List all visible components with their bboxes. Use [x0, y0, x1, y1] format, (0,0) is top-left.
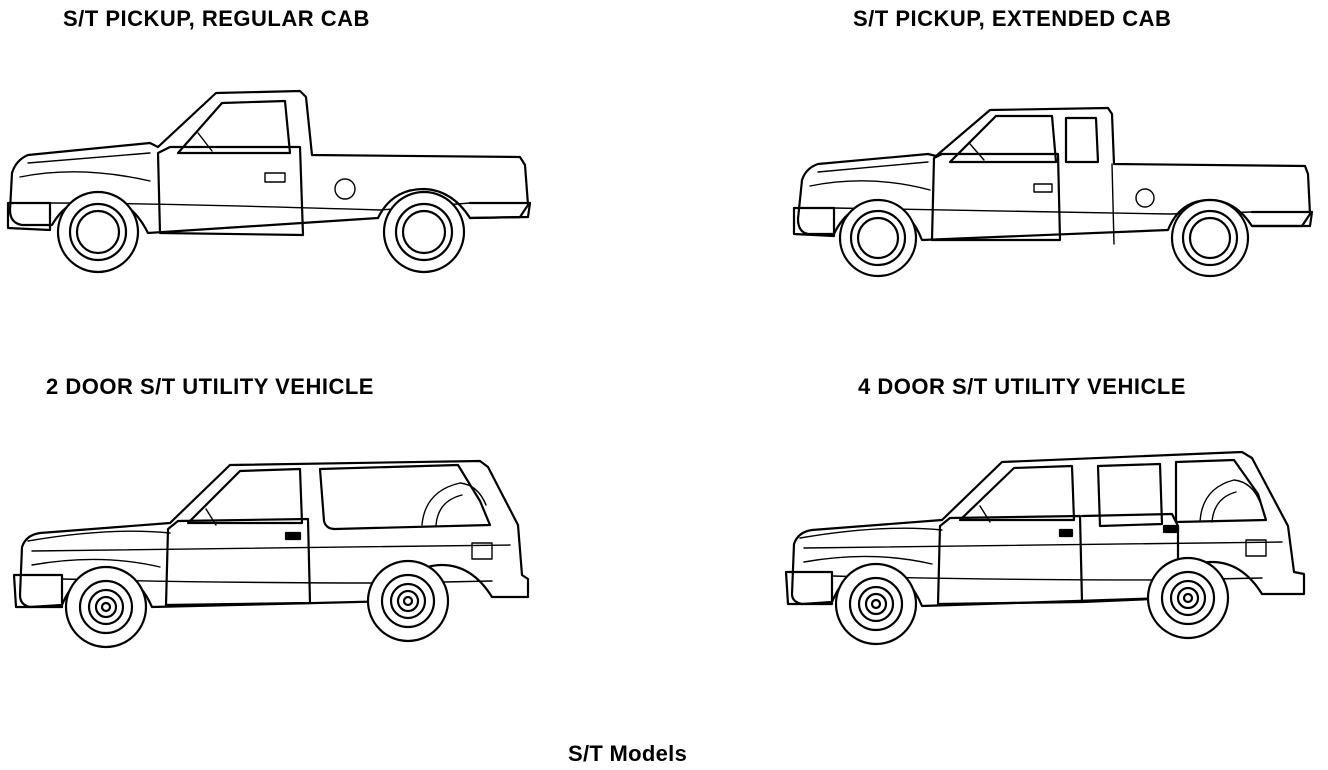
- two-door-utility-drawing: [12, 459, 530, 649]
- four-door-utility-label: 4 DOOR S/T UTILITY VEHICLE: [858, 374, 1186, 399]
- hood-line: [817, 161, 929, 173]
- cab-rear-line: [1111, 163, 1115, 245]
- body-outline: [796, 106, 1312, 242]
- regular-cab-pickup-drawing: [6, 89, 532, 274]
- extended-cab-pickup-label: S/T PICKUP, EXTENDED CAB: [853, 6, 1172, 31]
- rear-bumper: [1250, 210, 1314, 228]
- front-window: [186, 467, 304, 525]
- rear-wheel: [1146, 556, 1230, 640]
- door-handle: [284, 531, 302, 541]
- two-door-utility-label: 2 DOOR S/T UTILITY VEHICLE: [46, 374, 374, 399]
- cab-window: [176, 99, 292, 155]
- cab-window: [948, 114, 1058, 164]
- door-handle: [1033, 183, 1053, 193]
- body-outline: [8, 89, 530, 235]
- spare-tire-inner: [435, 494, 463, 526]
- belt-line: [31, 544, 511, 552]
- rear-wheel: [366, 559, 450, 643]
- hood-line: [799, 527, 943, 539]
- rear-quarter-window: [1064, 116, 1100, 164]
- rear-wheel: [1170, 198, 1250, 278]
- rear-side-window: [318, 463, 492, 531]
- front-window: [958, 464, 1076, 522]
- fender-line: [19, 171, 151, 182]
- rear-wheel: [382, 190, 466, 274]
- door: [164, 517, 312, 607]
- front-bumper: [6, 201, 52, 232]
- hood-line: [27, 152, 151, 164]
- front-wheel: [56, 190, 140, 274]
- cab-door: [930, 152, 1062, 242]
- spare-tire-outline: [421, 482, 487, 526]
- spare-tire-inner: [1211, 491, 1237, 523]
- door-handle: [264, 172, 286, 183]
- front-bumper: [792, 206, 836, 238]
- fender-line: [803, 555, 933, 565]
- four-door-utility-drawing: [784, 450, 1306, 646]
- rear-bumper: [468, 201, 532, 220]
- rear-door-handle: [1162, 524, 1180, 534]
- rear-door-window: [1096, 462, 1164, 528]
- hood-line: [27, 530, 171, 542]
- extended-cab-pickup-drawing: [792, 106, 1314, 278]
- fender-line: [31, 558, 161, 568]
- fender-line: [809, 180, 931, 191]
- front-wheel: [64, 565, 148, 649]
- fuel-door: [1245, 539, 1267, 557]
- mirror: [979, 505, 991, 523]
- spare-tire-outline: [1199, 479, 1261, 523]
- mirror: [197, 132, 213, 152]
- front-wheel: [834, 562, 918, 646]
- fuel-door: [334, 178, 356, 200]
- belt-line: [803, 541, 1283, 549]
- mirror: [205, 508, 217, 526]
- mirror: [969, 143, 985, 161]
- cab-door: [156, 145, 305, 237]
- regular-cab-pickup-label: S/T PICKUP, REGULAR CAB: [63, 6, 370, 31]
- front-wheel: [838, 198, 918, 278]
- front-bumper: [12, 573, 64, 609]
- front-bumper: [784, 570, 834, 606]
- fuel-door: [1135, 188, 1155, 208]
- front-door-handle: [1058, 528, 1074, 538]
- fuel-door: [471, 542, 493, 560]
- front-door: [936, 514, 1084, 606]
- figure-caption: S/T Models: [568, 741, 688, 766]
- cargo-window: [1174, 458, 1268, 524]
